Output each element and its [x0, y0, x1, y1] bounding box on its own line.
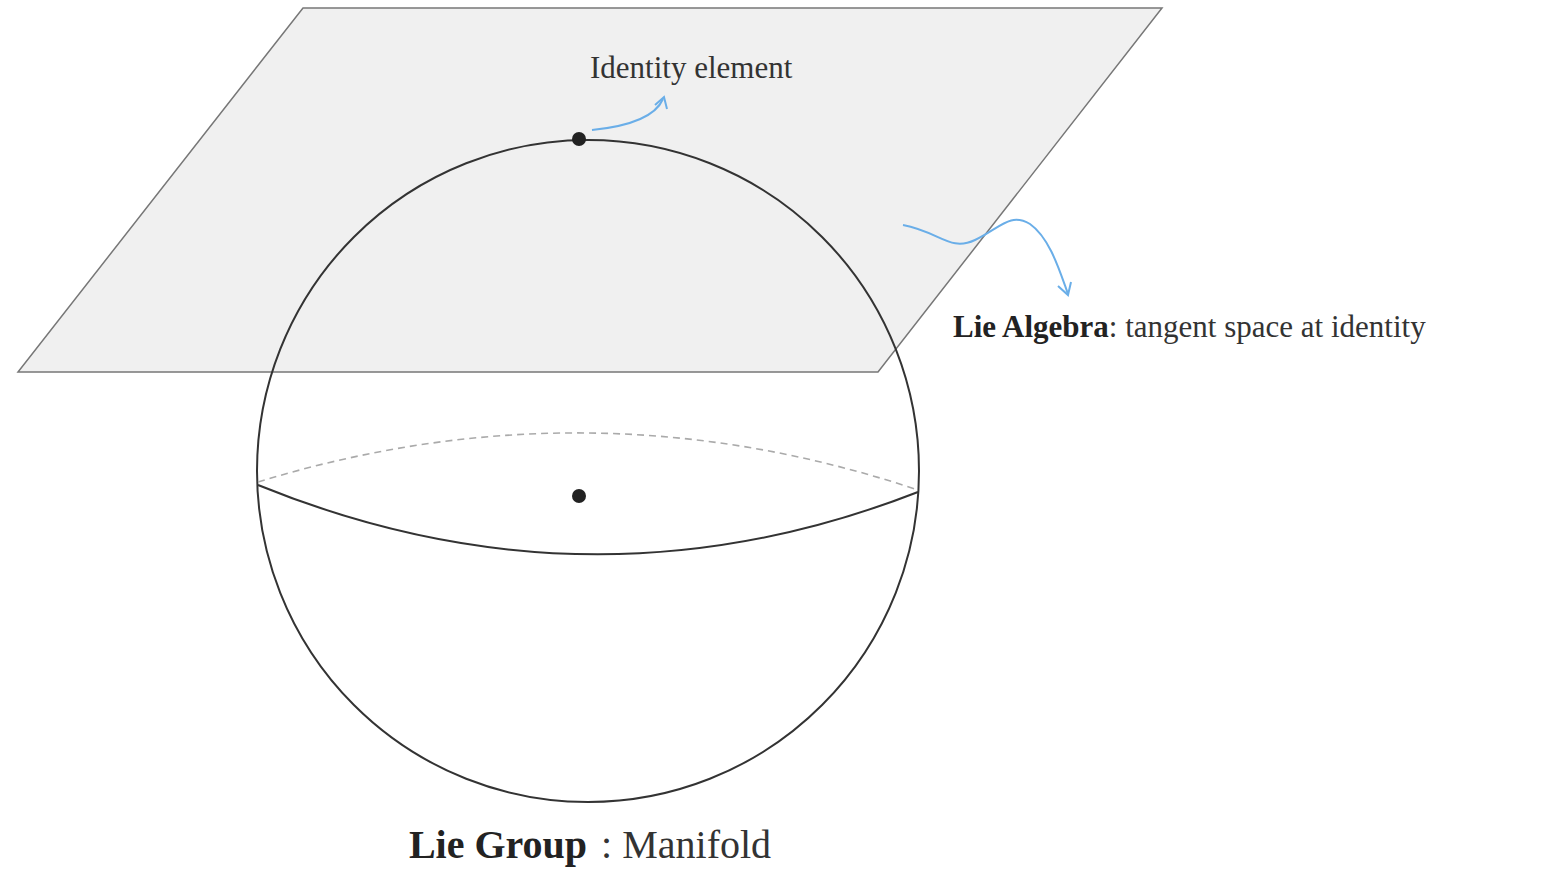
leader-line — [903, 220, 1068, 294]
lie-algebra-label: Lie Algebra: tangent space at identity — [953, 309, 1426, 345]
identity-dot — [572, 132, 586, 146]
label-text: : Manifold — [601, 822, 771, 867]
leader-arrowhead — [1058, 282, 1071, 295]
leader-arrowhead — [655, 97, 667, 109]
sphere-outline — [257, 140, 919, 802]
leader-line — [592, 99, 663, 130]
tangent-plane — [18, 8, 1162, 372]
label-text: : tangent space at identity — [1109, 309, 1426, 344]
equator-front — [258, 485, 918, 554]
equator-back — [258, 433, 918, 490]
identity-label: Identity element — [590, 50, 792, 86]
center-dot — [572, 489, 586, 503]
label-text: Identity element — [590, 50, 792, 85]
label-heading: Lie Group — [409, 822, 587, 867]
label-heading: Lie Algebra — [953, 309, 1109, 344]
lie-group-label: Lie Group : Manifold — [409, 822, 771, 868]
